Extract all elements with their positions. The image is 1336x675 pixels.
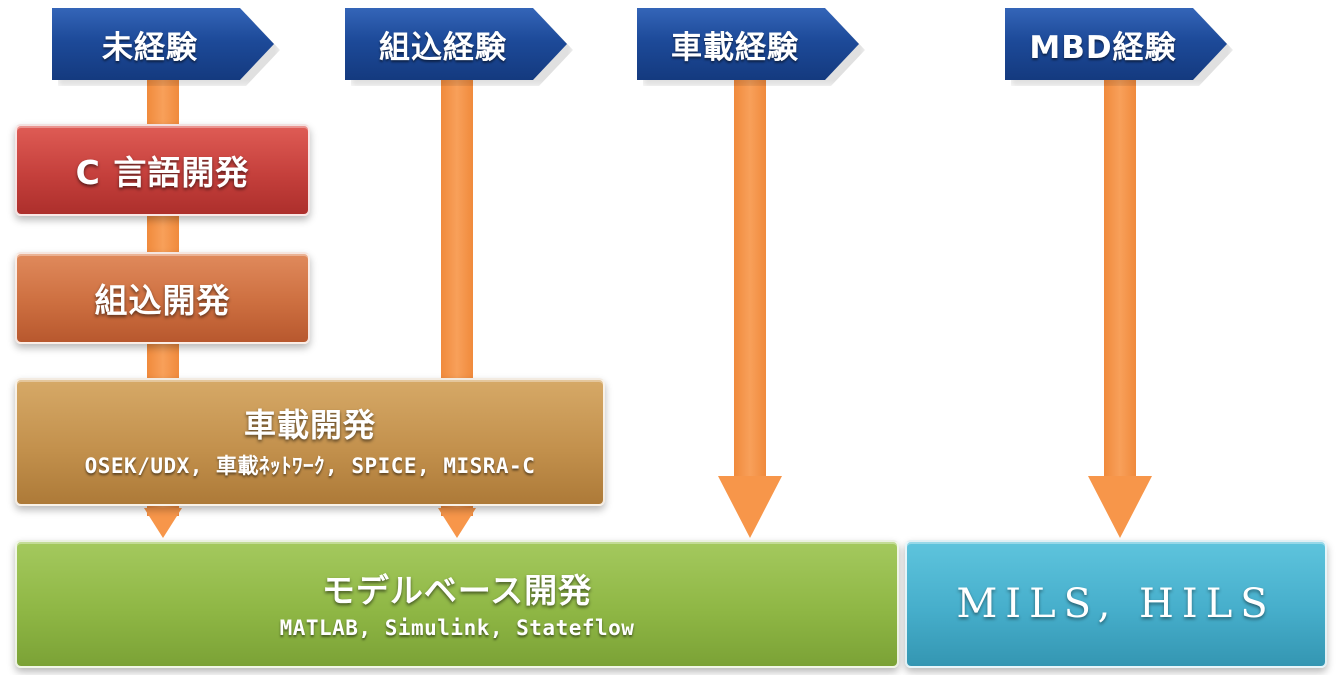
step-c-development: C 言語開発 bbox=[15, 124, 310, 216]
header-embedded-experience: 組込経験 bbox=[345, 8, 567, 80]
header-automotive-experience: 車載経験 bbox=[637, 8, 859, 80]
step-automotive-development-subtitle: OSEK/UDX, 車載ﾈｯﾄﾜｰｸ, SPICE, MISRA-C bbox=[84, 454, 536, 478]
header-mbd-experience: MBD経験 bbox=[1005, 8, 1227, 80]
step-automotive-development-title: 車載開発 bbox=[243, 406, 376, 444]
step-model-based-development: モデルベース開発 MATLAB, Simulink, Stateflow bbox=[15, 540, 899, 668]
header-inexperienced: 未経験 bbox=[52, 8, 274, 80]
step-mils-hils: MILS, HILS bbox=[905, 540, 1327, 668]
header-mbd-experience-label: MBD経験 bbox=[1029, 29, 1177, 66]
arrow-mbd-experience bbox=[1088, 76, 1152, 538]
step-model-based-development-subtitle: MATLAB, Simulink, Stateflow bbox=[279, 616, 635, 640]
header-embedded-experience-label: 組込経験 bbox=[379, 29, 507, 66]
step-embedded-development-title: 組込開発 bbox=[94, 281, 231, 320]
step-automotive-development: 車載開発 OSEK/UDX, 車載ﾈｯﾄﾜｰｸ, SPICE, MISRA-C bbox=[15, 378, 605, 506]
step-mils-hils-title: MILS, HILS bbox=[956, 581, 1276, 627]
header-automotive-experience-label: 車載経験 bbox=[671, 29, 799, 66]
step-c-development-title: C 言語開発 bbox=[75, 153, 250, 192]
step-embedded-development: 組込開発 bbox=[15, 252, 310, 344]
arrow-automotive-experience bbox=[718, 76, 782, 538]
header-inexperienced-label: 未経験 bbox=[102, 29, 198, 66]
step-model-based-development-title: モデルベース開発 bbox=[321, 571, 593, 610]
